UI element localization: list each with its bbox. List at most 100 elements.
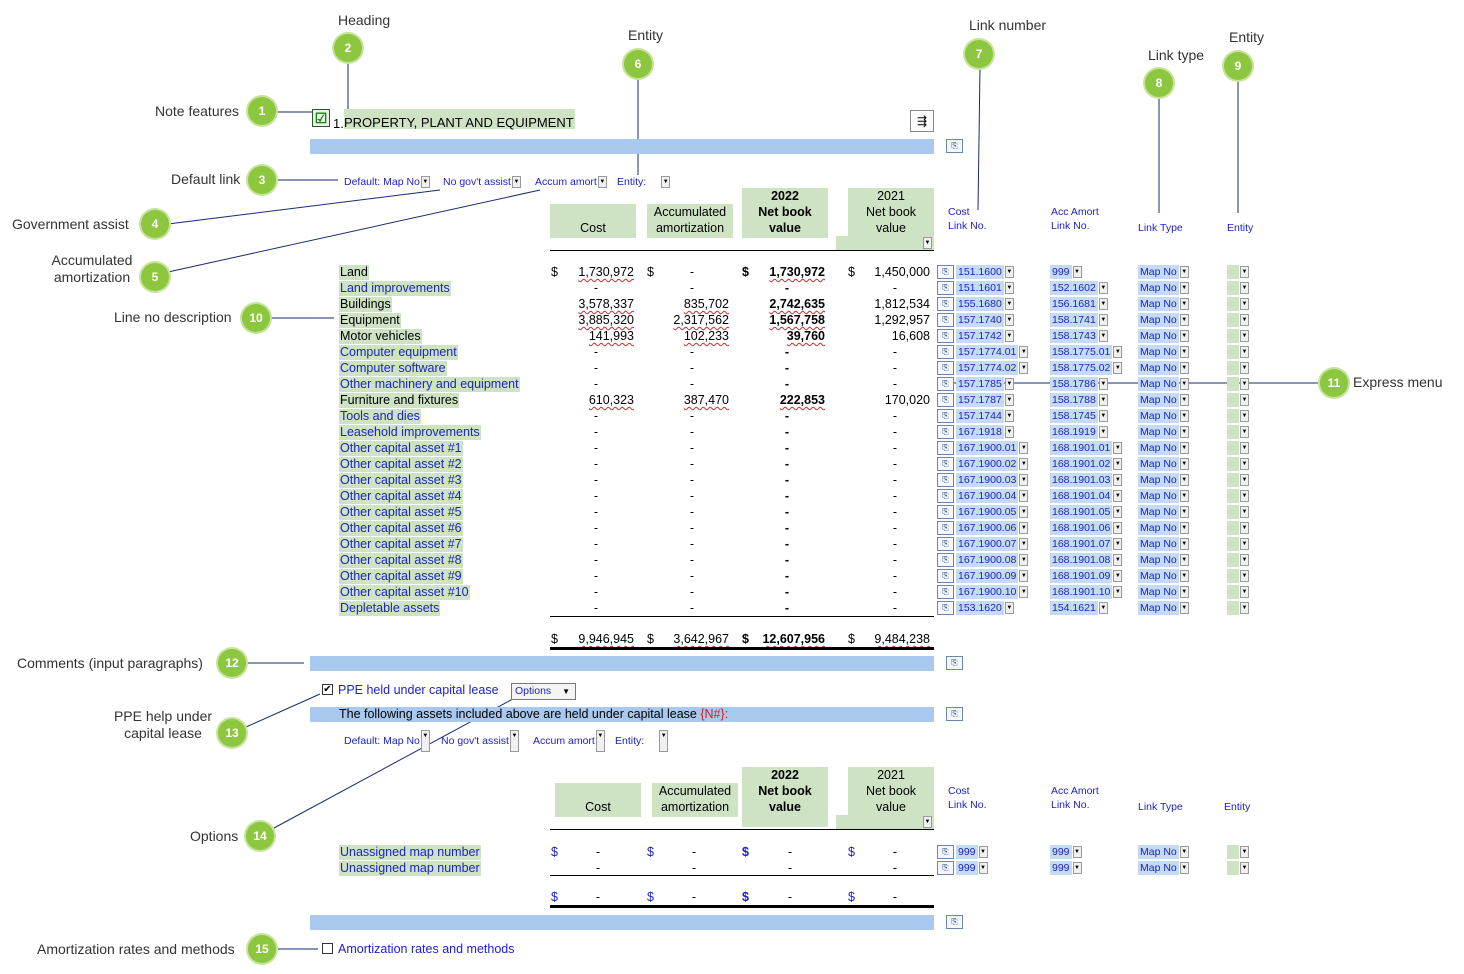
acc-link-dropdown[interactable]: 168.1901.10▼ — [1050, 585, 1123, 599]
lease-link-type-dropdown[interactable]: Map No▼ — [1138, 861, 1189, 875]
entity-link-dropdown[interactable]: ▼ — [1227, 361, 1249, 375]
express-menu-icon[interactable]: ⎘ — [937, 281, 954, 295]
lease-cost-link-dropdown[interactable]: 999▼ — [956, 861, 988, 875]
express-menu-icon[interactable]: ⎘ — [937, 393, 954, 407]
link-type-dropdown[interactable]: Map No▼ — [1138, 345, 1189, 359]
cost-link-dropdown[interactable]: 167.1900.08▼ — [956, 553, 1029, 567]
prior-value[interactable]: - — [892, 409, 897, 423]
acc-value[interactable]: - — [689, 553, 694, 567]
cost-link-dropdown[interactable]: 151.1601▼ — [956, 281, 1014, 295]
link-type-dropdown[interactable]: Map No▼ — [1138, 393, 1189, 407]
acc-link-dropdown[interactable]: 168.1901.01▼ — [1050, 441, 1123, 455]
express-menu-icon[interactable]: ⎘ — [937, 569, 954, 583]
lease-cost-value[interactable]: - — [595, 845, 600, 859]
cost-value[interactable]: - — [593, 457, 598, 471]
line-description[interactable]: Land improvements — [339, 281, 451, 296]
link-type-dropdown[interactable]: Map No▼ — [1138, 297, 1189, 311]
entity-link-dropdown[interactable]: ▼ — [1227, 329, 1249, 343]
line-description[interactable]: Other capital asset #6 — [339, 521, 463, 536]
entity-link-dropdown[interactable]: ▼ — [1227, 313, 1249, 327]
entity-link-dropdown[interactable]: ▼ — [1227, 473, 1249, 487]
line-description[interactable]: Other capital asset #7 — [339, 537, 463, 552]
acc-value[interactable]: - — [689, 473, 694, 487]
acc-value[interactable]: - — [689, 441, 694, 455]
acc-link-dropdown[interactable]: 158.1788▼ — [1050, 393, 1108, 407]
entity-link-dropdown[interactable]: ▼ — [1227, 505, 1249, 519]
cost-value[interactable]: - — [593, 361, 598, 375]
cost-value[interactable]: - — [593, 553, 598, 567]
lease-acc-link-dropdown[interactable]: 999▼ — [1050, 861, 1082, 875]
prior-value[interactable]: - — [892, 569, 897, 583]
lease-prior-value[interactable]: - — [892, 845, 897, 859]
prior-value[interactable]: - — [892, 601, 897, 615]
line-description[interactable]: Motor vehicles — [339, 329, 422, 344]
acc-value[interactable]: - — [689, 345, 694, 359]
line-description[interactable]: Computer software — [339, 361, 447, 376]
cost-link-dropdown[interactable]: 157.1774.01▼ — [956, 345, 1029, 359]
express-menu-icon[interactable]: ⎘ — [937, 329, 954, 343]
prior-value[interactable]: 170,020 — [884, 393, 930, 407]
prior-value[interactable]: - — [892, 441, 897, 455]
line-description[interactable]: Land — [339, 265, 369, 280]
express-menu-icon[interactable]: ⎘ — [937, 585, 954, 599]
link-type-dropdown[interactable]: Map No▼ — [1138, 569, 1189, 583]
lease-accum-amort-dropdown[interactable]: Accum amort▼ — [533, 730, 605, 752]
express-menu-icon[interactable]: ⎘ — [937, 441, 954, 455]
express-menu-icon[interactable]: ⎘ — [937, 457, 954, 471]
lease-prior-filter-dropdown[interactable]: ▼ — [922, 816, 932, 828]
lease-acc-link-dropdown[interactable]: 999▼ — [1050, 845, 1082, 859]
prior-value[interactable]: 1,450,000 — [874, 265, 930, 279]
entity-link-dropdown[interactable]: ▼ — [1227, 409, 1249, 423]
entity-link-dropdown[interactable]: ▼ — [1227, 265, 1249, 279]
cost-value[interactable]: - — [593, 473, 598, 487]
entity-link-dropdown[interactable]: ▼ — [1227, 393, 1249, 407]
express-menu-icon[interactable]: ⎘ — [946, 915, 963, 929]
express-menu-icon[interactable]: ⎘ — [937, 861, 954, 875]
cost-value[interactable]: - — [593, 505, 598, 519]
entity-link-dropdown[interactable]: ▼ — [1227, 601, 1249, 615]
cost-link-dropdown[interactable]: 157.1787▼ — [956, 393, 1014, 407]
lease-cost-link-dropdown[interactable]: 999▼ — [956, 845, 988, 859]
acc-link-dropdown[interactable]: 158.1786▼ — [1050, 377, 1108, 391]
line-description[interactable]: Computer equipment — [339, 345, 458, 360]
lease-link-type-dropdown[interactable]: Map No▼ — [1138, 845, 1189, 859]
acc-link-dropdown[interactable]: 158.1775.01▼ — [1050, 345, 1123, 359]
cost-value[interactable]: - — [593, 585, 598, 599]
acc-link-dropdown[interactable]: 156.1681▼ — [1050, 297, 1108, 311]
lease-line-description[interactable]: Unassigned map number — [339, 845, 481, 860]
link-type-dropdown[interactable]: Map No▼ — [1138, 473, 1189, 487]
acc-link-dropdown[interactable]: 154.1621▼ — [1050, 601, 1108, 615]
express-menu-icon[interactable]: ⎘ — [937, 345, 954, 359]
link-type-dropdown[interactable]: Map No▼ — [1138, 441, 1189, 455]
cost-value[interactable]: - — [593, 441, 598, 455]
cost-link-dropdown[interactable]: 157.1740▼ — [956, 313, 1014, 327]
prior-value[interactable]: - — [892, 425, 897, 439]
line-description[interactable]: Other capital asset #9 — [339, 569, 463, 584]
prior-value[interactable]: 1,292,957 — [874, 313, 930, 327]
link-type-dropdown[interactable]: Map No▼ — [1138, 457, 1189, 471]
acc-value[interactable]: - — [689, 265, 694, 279]
link-type-dropdown[interactable]: Map No▼ — [1138, 521, 1189, 535]
line-description[interactable]: Furniture and fixtures — [339, 393, 460, 408]
acc-link-dropdown[interactable]: 158.1745▼ — [1050, 409, 1108, 423]
cost-link-dropdown[interactable]: 153.1620▼ — [956, 601, 1014, 615]
line-description[interactable]: Other capital asset #1 — [339, 441, 463, 456]
cost-link-dropdown[interactable]: 157.1785▼ — [956, 377, 1014, 391]
cost-link-dropdown[interactable]: 157.1742▼ — [956, 329, 1014, 343]
acc-link-dropdown[interactable]: 168.1901.08▼ — [1050, 553, 1123, 567]
acc-value[interactable]: - — [689, 489, 694, 503]
amortization-rates-checkbox[interactable] — [322, 943, 333, 954]
link-type-dropdown[interactable]: Map No▼ — [1138, 361, 1189, 375]
acc-link-dropdown[interactable]: 158.1741▼ — [1050, 313, 1108, 327]
prior-value[interactable]: - — [892, 505, 897, 519]
lease-acc-value[interactable]: - — [691, 861, 696, 875]
express-menu-icon[interactable]: ⎘ — [946, 656, 963, 670]
entity-link-dropdown[interactable]: ▼ — [1227, 441, 1249, 455]
cost-link-dropdown[interactable]: 157.1774.02▼ — [956, 361, 1029, 375]
options-dropdown[interactable]: Options▼ — [511, 683, 576, 700]
entity-link-dropdown[interactable]: ▼ — [1227, 521, 1249, 535]
acc-link-dropdown[interactable]: 168.1901.07▼ — [1050, 537, 1123, 551]
link-type-dropdown[interactable]: Map No▼ — [1138, 489, 1189, 503]
lease-prior-value[interactable]: - — [892, 861, 897, 875]
acc-value[interactable]: - — [689, 569, 694, 583]
